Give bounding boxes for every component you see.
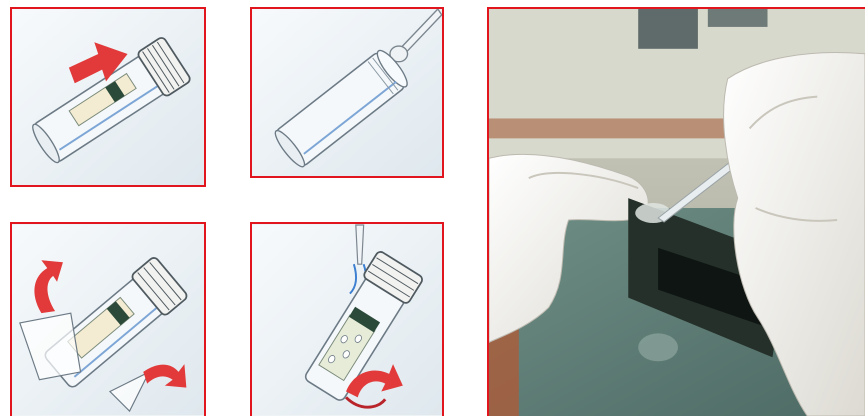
vial-peel-strip-icon	[12, 224, 204, 416]
step-4-panel	[250, 222, 444, 416]
vial-add-drops-icon	[252, 9, 442, 176]
vial-remove-cap-icon	[12, 9, 204, 185]
step-2-panel	[250, 7, 444, 178]
step-3-panel	[10, 222, 206, 416]
lab-photo	[487, 7, 865, 416]
vial-drops-on-strip-icon	[252, 224, 442, 416]
step-1-panel	[10, 7, 206, 187]
gloved-hands-pipette-photo	[489, 9, 865, 416]
